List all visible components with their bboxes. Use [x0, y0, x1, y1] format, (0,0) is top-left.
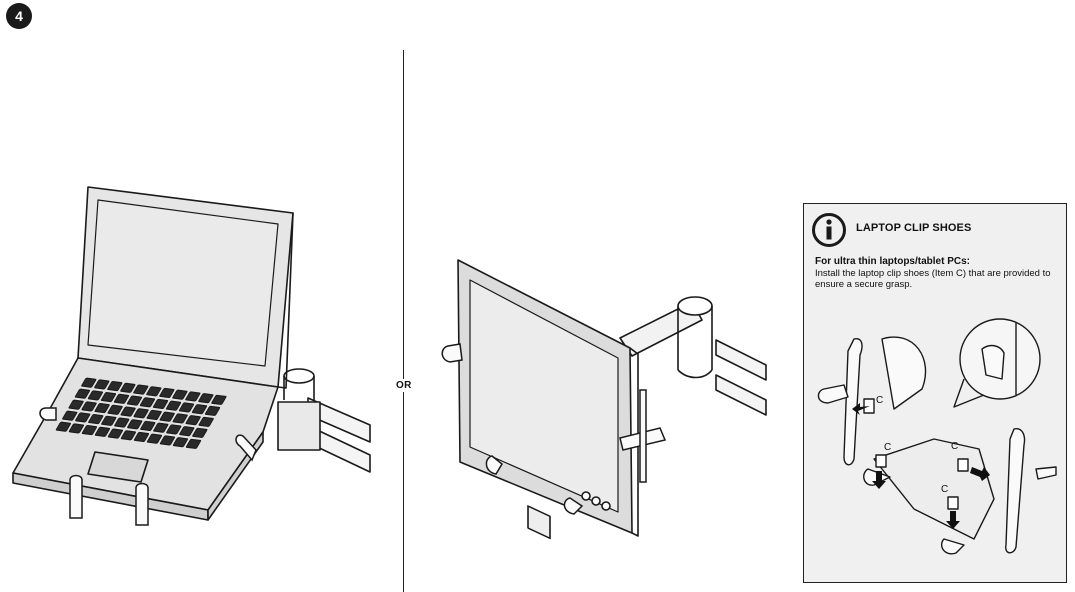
or-label: OR — [396, 379, 412, 392]
callout-c-2: C — [884, 442, 891, 453]
info-icon — [812, 213, 846, 247]
laptop-on-arm-illustration — [12, 186, 371, 526]
info-title: LAPTOP CLIP SHOES — [856, 222, 972, 234]
step-number-badge: 4 — [6, 3, 32, 29]
clip-shoe-detail-illustration: C C C C — [817, 318, 1057, 555]
callout-c-4: C — [941, 484, 948, 495]
callout-c-1: C — [876, 395, 883, 406]
info-subtitle: For ultra thin laptops/tablet PCs: — [815, 256, 971, 267]
callout-c-3: C — [951, 441, 958, 452]
monitor-on-arm-illustration — [441, 259, 767, 540]
info-box: LAPTOP CLIP SHOES For ultra thin laptops… — [803, 203, 1067, 583]
or-divider-line — [403, 50, 404, 592]
step-number: 4 — [15, 8, 23, 24]
info-body-text: Install the laptop clip shoes (Item C) t… — [815, 268, 1051, 290]
